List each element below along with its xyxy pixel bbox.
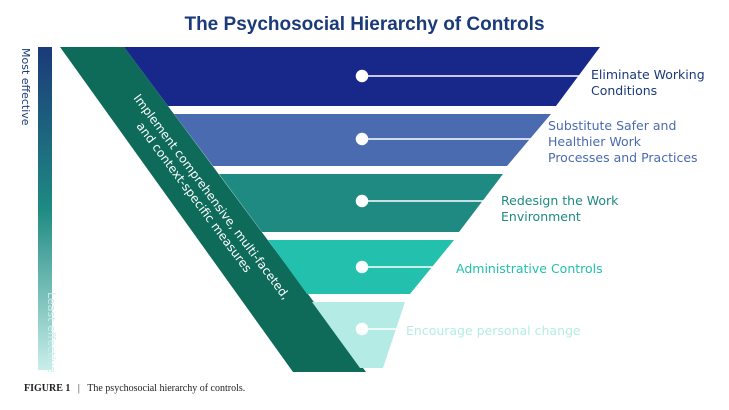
diagram-title: The Psychosocial Hierarchy of Controls: [184, 14, 545, 35]
most-effective-label: Most effective: [19, 48, 32, 126]
connector-dot-1: [355, 69, 369, 83]
level-5-label-line1: Encourage personal change: [406, 323, 581, 338]
level-1-label: Eliminate Working Conditions: [591, 67, 705, 99]
connector-dot-2: [355, 132, 369, 146]
level-2-label-line2: Healthier Work: [548, 134, 641, 149]
diagonal-band: [60, 47, 366, 372]
least-effective-label: Least effective: [45, 292, 58, 373]
level-4-label-line1: Administrative Controls: [456, 261, 603, 276]
level-1-label-line2: Conditions: [591, 83, 658, 98]
level-5-personal-change: [312, 302, 405, 368]
level-2-label: Substitute Safer and Healthier Work Proc…: [548, 118, 698, 166]
level-3-label: Redesign the Work Environment: [501, 193, 618, 225]
level-3-label-line2: Environment: [501, 209, 581, 224]
figure-caption: FIGURE 1 | The psychosocial hierarchy of…: [24, 383, 245, 394]
level-4-label: Administrative Controls: [456, 261, 603, 277]
caption-text: The psychosocial hierarchy of controls.: [87, 383, 246, 394]
caption-figure-number: FIGURE 1: [24, 383, 71, 394]
caption-separator: |: [77, 383, 80, 394]
effectiveness-axis-bar: [38, 47, 52, 370]
level-1-label-line1: Eliminate Working: [591, 67, 705, 82]
level-3-label-line1: Redesign the Work: [501, 193, 619, 208]
level-2-label-line3: Processes and Practices: [548, 150, 698, 165]
connector-dot-5: [355, 322, 369, 336]
level-5-label: Encourage personal change: [406, 323, 581, 339]
connector-dot-3: [355, 194, 369, 208]
connector-dot-4: [355, 260, 369, 274]
level-2-label-line1: Substitute Safer and: [548, 118, 677, 133]
